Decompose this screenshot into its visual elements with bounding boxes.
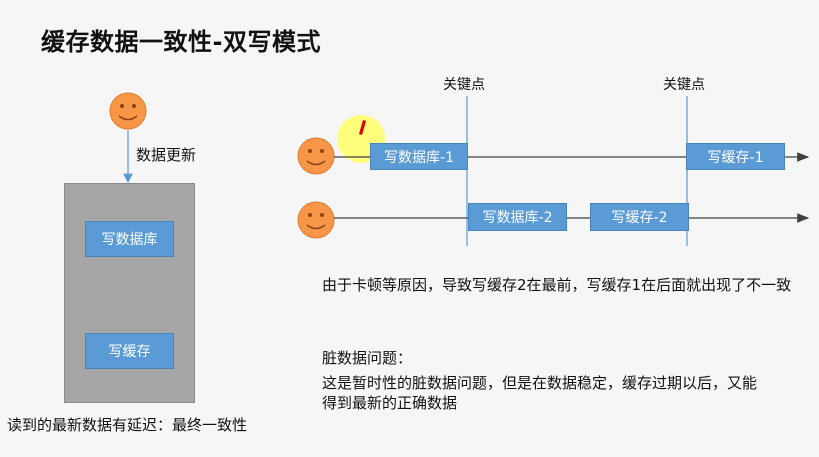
row2-write-cache: 写缓存-2 xyxy=(590,203,689,231)
process-panel xyxy=(64,183,195,403)
smiley-face-icon xyxy=(297,137,335,175)
smiley-face-icon xyxy=(297,201,335,239)
keypoint-label-2: 关键点 xyxy=(663,77,705,93)
row1-write-cache: 写缓存-1 xyxy=(686,143,785,170)
cause-text: 由于卡顿等原因，导致写缓存2在最前，写缓存1在后面就出现了不一致 xyxy=(322,276,792,294)
footer-note: 读到的最新数据有延迟：最终一致性 xyxy=(7,416,248,434)
page-title: 缓存数据一致性-双写模式 xyxy=(41,28,321,56)
keypoint-label-1: 关键点 xyxy=(443,77,485,93)
dirty-title: 脏数据问题： xyxy=(322,349,413,367)
row2-write-db: 写数据库-2 xyxy=(468,203,567,231)
box-write-db: 写数据库 xyxy=(85,221,174,257)
dirty-line-1: 这是暂时性的脏数据问题，但是在数据稳定，缓存过期以后，又能 xyxy=(322,374,758,392)
update-label: 数据更新 xyxy=(136,146,197,164)
row1-write-db: 写数据库-1 xyxy=(370,143,468,170)
smiley-face-icon xyxy=(109,92,147,130)
box-write-cache: 写缓存 xyxy=(85,333,174,369)
dirty-line-2: 得到最新的正确数据 xyxy=(322,394,458,412)
